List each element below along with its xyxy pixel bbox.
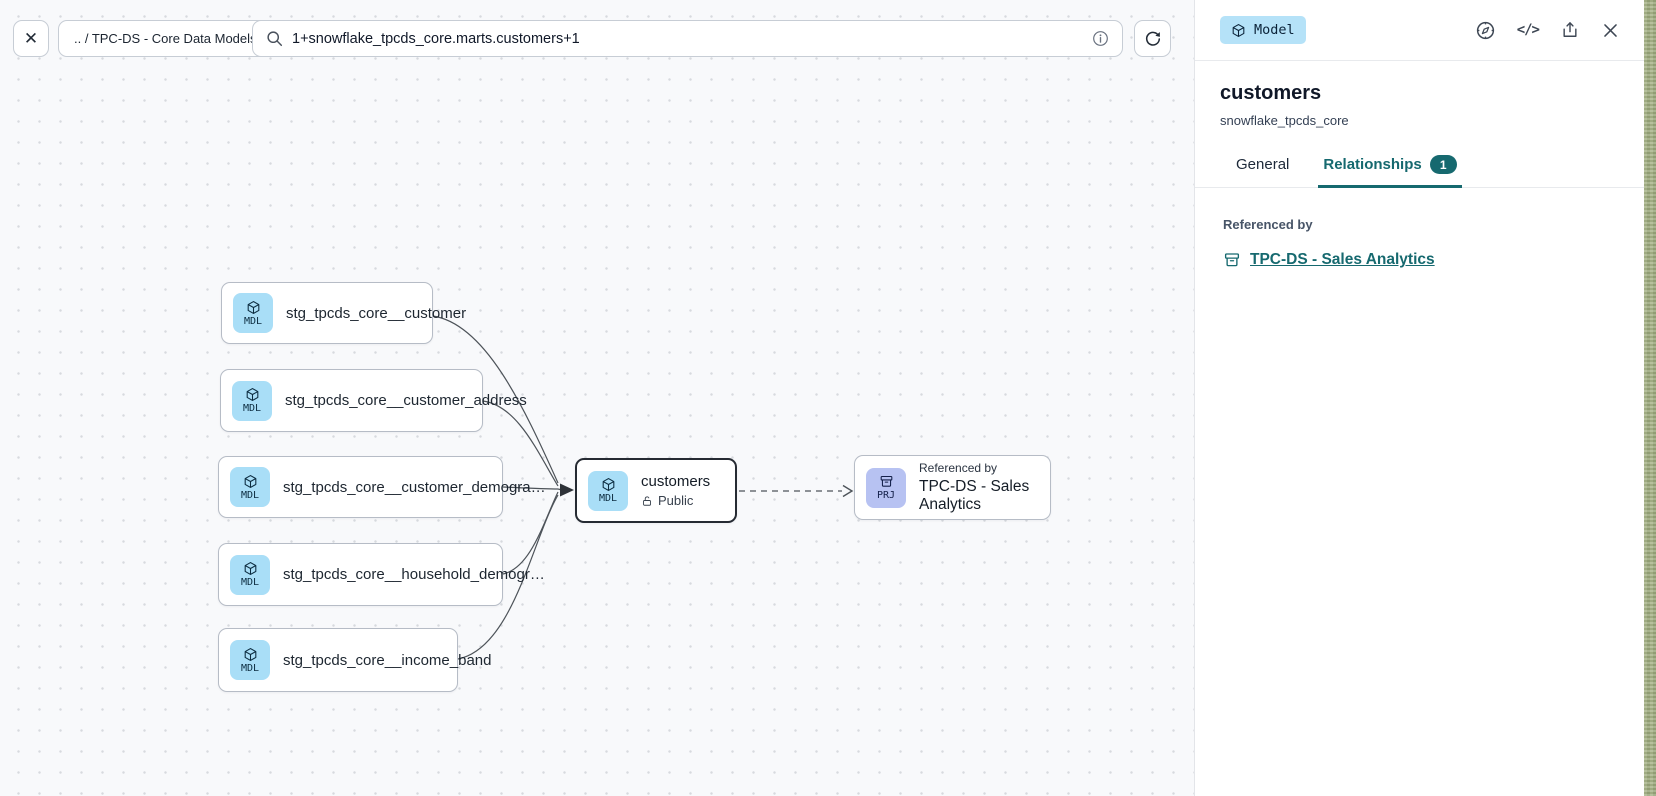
search-icon [266, 30, 283, 47]
model-icon: MDL [230, 554, 270, 595]
lineage-search [252, 20, 1123, 57]
refresh-icon [1144, 30, 1162, 48]
project-icon: PRJ [866, 467, 906, 508]
node-label: TPC-DS - Sales Analytics [919, 478, 1030, 513]
panel-header: Model </> [1195, 0, 1644, 61]
code-icon[interactable]: </> [1516, 22, 1540, 38]
lineage-edges [432, 315, 854, 660]
search-input[interactable] [292, 30, 1083, 47]
node-label: stg_tpcds_core__customer [286, 304, 467, 322]
model-icon: MDL [588, 470, 628, 511]
share-icon[interactable] [1560, 20, 1580, 40]
model-icon [1232, 23, 1245, 37]
refresh-button[interactable] [1134, 20, 1171, 57]
referenced-by-project-link[interactable]: TPC-DS - Sales Analytics [1250, 251, 1435, 268]
node-stg-tpcds-core-customer-demographics[interactable]: MDL stg_tpcds_core__customer_demogra… [218, 456, 546, 518]
model-icon: MDL [232, 380, 272, 421]
node-stg-tpcds-core-income-band[interactable]: MDL stg_tpcds_core__income_band [218, 628, 491, 692]
breadcrumb[interactable]: .. / TPC-DS - Core Data Models [58, 20, 273, 57]
node-customers-selected[interactable]: MDL customers Public [575, 458, 737, 523]
node-stg-tpcds-core-customer-address[interactable]: MDL stg_tpcds_core__customer_address [220, 369, 527, 432]
tab-relationships[interactable]: Relationships 1 [1318, 155, 1463, 188]
model-type-badge: Model [1220, 16, 1306, 44]
close-icon: ✕ [23, 28, 39, 48]
close-panel-icon[interactable] [1601, 21, 1620, 40]
close-lineage-button[interactable]: ✕ [13, 20, 49, 57]
referenced-by-label: Referenced by [1223, 217, 1313, 232]
relationships-count-badge: 1 [1429, 155, 1457, 174]
visibility-label: Public [658, 493, 694, 508]
node-label: stg_tpcds_core__household_demogr… [283, 566, 545, 583]
node-stg-tpcds-core-household-demographics[interactable]: MDL stg_tpcds_core__household_demogr… [218, 543, 545, 606]
project-archive-icon [1223, 251, 1241, 269]
model-icon: MDL [230, 467, 270, 507]
desktop-wallpaper-strip [1644, 0, 1656, 796]
tab-general[interactable]: General [1236, 156, 1290, 173]
node-label: customers [641, 473, 711, 490]
page-title: customers [1220, 82, 1322, 104]
node-referenced-by-project[interactable]: PRJ Referenced by TPC-DS - Sales Analyti… [854, 455, 1051, 520]
unlock-icon [641, 495, 653, 507]
node-label: stg_tpcds_core__customer_address [285, 392, 527, 409]
node-label: stg_tpcds_core__income_band [283, 651, 492, 669]
panel-tabs: General Relationships 1 [1195, 155, 1644, 188]
package-name: snowflake_tpcds_core [1220, 113, 1349, 128]
node-kicker: Referenced by [919, 461, 998, 475]
model-icon: MDL [230, 640, 270, 680]
info-icon[interactable] [1092, 30, 1109, 47]
lineage-canvas[interactable]: ✕ .. / TPC-DS - Core Data Models [0, 0, 1194, 796]
node-stg-tpcds-core-customer[interactable]: MDL stg_tpcds_core__customer [221, 282, 466, 344]
explore-compass-icon[interactable] [1475, 20, 1496, 41]
breadcrumb-label: .. / TPC-DS - Core Data Models [74, 31, 257, 46]
details-panel: Model </> customers snowfla [1194, 0, 1644, 796]
model-icon: MDL [233, 293, 273, 333]
node-label: stg_tpcds_core__customer_demogra… [283, 478, 546, 496]
